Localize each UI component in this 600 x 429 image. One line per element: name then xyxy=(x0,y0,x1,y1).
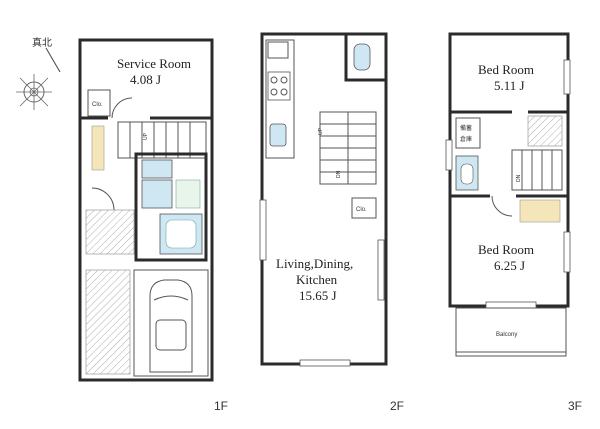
stairs-up-label-1f: UP xyxy=(143,132,149,140)
stairs-up-label-2f: UP xyxy=(318,127,324,135)
bedroom-upper-area: 5.11 J xyxy=(494,78,525,93)
storage-label-line1: 備蓄 xyxy=(460,124,472,132)
stairs-1f: UP xyxy=(117,121,207,159)
closet-1f xyxy=(87,89,111,117)
closet-2f xyxy=(351,197,377,219)
ldk-name-line1: Living,Dining, xyxy=(276,256,353,271)
floor-2f: UP DN Clo. Living,Dining, Kitchen 15.65 … xyxy=(259,32,404,413)
storage-label-line2: 倉庫 xyxy=(460,135,472,143)
toilet-2f xyxy=(353,43,371,71)
floor-3f-label: 3F xyxy=(568,399,582,413)
washer-space xyxy=(141,179,173,209)
floor-1f-label: 1F xyxy=(214,399,228,413)
floor-2f-label: 2F xyxy=(390,399,404,413)
stairs-3f: DN xyxy=(511,149,563,191)
service-room-area: 4.08 J xyxy=(130,72,161,87)
kitchen-2f xyxy=(265,39,295,159)
storage-3f xyxy=(455,117,481,149)
floor-3f: 備蓄 倉庫 DN Balcony Bed Room 5.11 J Bed Roo… xyxy=(445,32,582,413)
service-room-name: Service Room xyxy=(117,56,191,71)
floor-1f: Clo. UP xyxy=(78,38,228,413)
balcony xyxy=(455,307,567,357)
ldk-area: 15.65 J xyxy=(299,288,337,303)
north-label: 真北 xyxy=(32,36,52,49)
parking-1f xyxy=(133,269,209,377)
ldk-name-line2: Kitchen xyxy=(296,272,338,287)
stairs-dn-label-3f: DN xyxy=(516,174,522,182)
bedroom-lower-name: Bed Room xyxy=(478,242,534,257)
bedroom-lower-area: 6.25 J xyxy=(494,258,525,273)
north-compass: 真北 xyxy=(16,36,61,110)
stairs-dn-label-2f: DN xyxy=(336,170,342,178)
kitchen-sink xyxy=(269,123,287,147)
balcony-label: Balcony xyxy=(496,332,517,338)
closet-2f-label: Clo. xyxy=(356,207,367,213)
closet-1f-label: Clo. xyxy=(92,102,103,108)
sink-1f xyxy=(141,159,173,179)
bedroom-upper-name: Bed Room xyxy=(478,62,534,77)
stairs-2f: UP DN xyxy=(318,111,377,185)
